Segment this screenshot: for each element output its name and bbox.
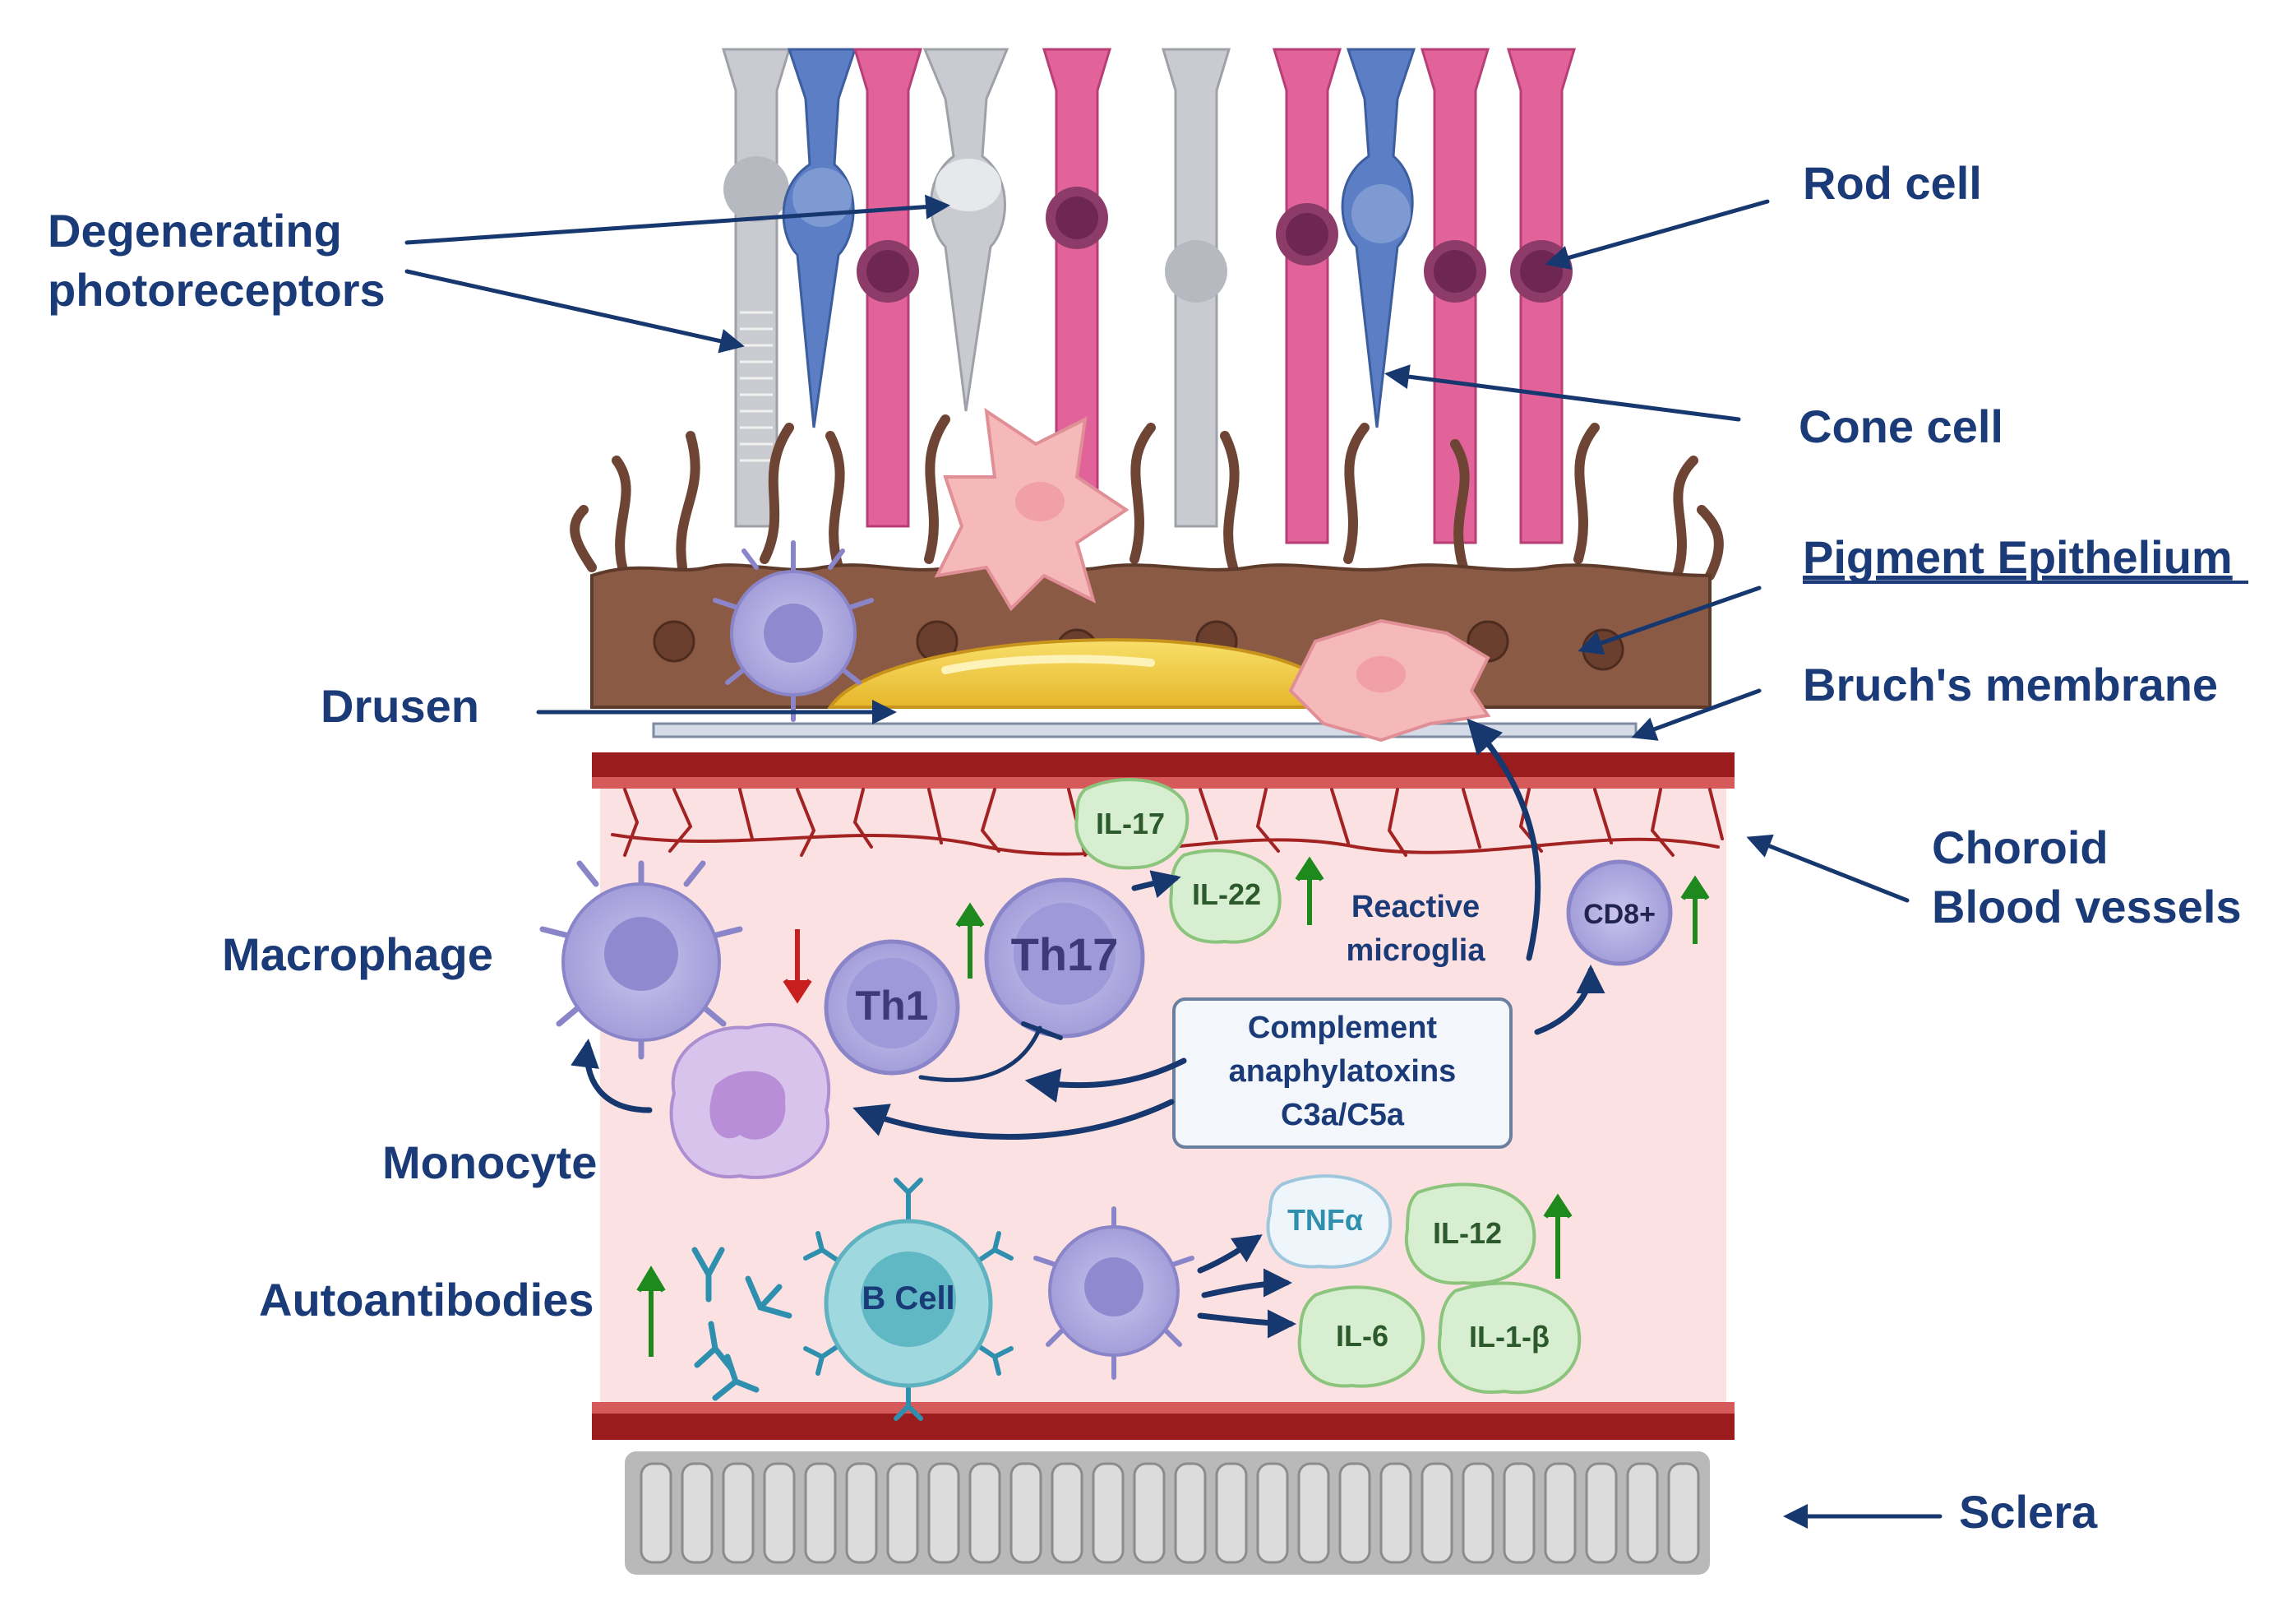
il6-label: IL-6	[1336, 1319, 1388, 1353]
down-arrow-th1	[783, 929, 812, 1004]
antibody-icons	[691, 1247, 792, 1401]
degenerating-cone	[922, 48, 1009, 412]
cd8-cell	[1566, 859, 1673, 966]
cd8-label: CD8+	[1583, 899, 1656, 930]
cytokine-tnfa	[1266, 1174, 1393, 1269]
tnfa-label: TNFα	[1287, 1203, 1363, 1237]
label-choroid-2: Blood vessels	[1932, 881, 2242, 932]
label-macrophage: Macrophage	[222, 928, 493, 980]
monocyte-cell	[669, 1023, 831, 1179]
cytokine-il1b	[1437, 1281, 1582, 1395]
b-cell	[803, 1178, 1014, 1421]
microglia-cell	[934, 407, 1130, 612]
label-bruchs-membrane: Bruch's membrane	[1803, 659, 2218, 710]
label-monocyte: Monocyte	[382, 1136, 597, 1188]
reactive-microglia-label-2: microglia	[1347, 933, 1486, 968]
rod-cell	[1506, 48, 1577, 544]
label-sclera: Sclera	[1959, 1486, 2098, 1538]
label-choroid-1: Choroid	[1932, 821, 2109, 873]
degenerating-rod	[721, 48, 792, 528]
b-cell-label: B Cell	[862, 1280, 954, 1317]
internal-arrows	[571, 718, 1605, 1339]
trend-arrows	[636, 856, 1710, 1357]
complement-line-3: C3a/C5a	[1281, 1098, 1405, 1132]
cytokine-il6	[1297, 1285, 1425, 1388]
label-pigment-epithelium: Pigment Epithelium	[1803, 531, 2233, 583]
complement-line-1: Complement	[1248, 1011, 1437, 1045]
il1b-label: IL-1-β	[1469, 1320, 1550, 1354]
rod-cell	[1420, 48, 1490, 544]
il22-label: IL-22	[1192, 877, 1261, 911]
activated-macrophage-cell	[1033, 1206, 1194, 1380]
th17-label: Th17	[1011, 928, 1119, 980]
complement-line-2: anaphylatoxins	[1229, 1054, 1457, 1089]
bruchs-membrane	[652, 722, 1638, 738]
label-autoantibodies: Autoantibodies	[259, 1274, 594, 1326]
reactive-microglia-label-1: Reactive	[1351, 890, 1480, 924]
sclera-layer	[625, 1451, 1710, 1575]
label-degenerating-2: photoreceptors	[48, 264, 386, 316]
pointer-arrows	[404, 194, 1943, 1529]
il12-label: IL-12	[1433, 1216, 1502, 1250]
macrophage-on-rpe	[713, 540, 874, 722]
th1-cell	[824, 939, 960, 1076]
label-rod-cell: Rod cell	[1803, 157, 1982, 209]
macrophage-cell	[539, 860, 743, 1060]
label-cone-cell: Cone cell	[1799, 400, 2003, 452]
th17-cell	[984, 877, 1145, 1039]
reactive-microglia-cell	[1288, 618, 1491, 743]
up-arrow-il22	[1295, 856, 1324, 925]
up-arrow-th17	[955, 902, 985, 979]
il17-label: IL-17	[1096, 807, 1165, 840]
up-arrow-cd8	[1680, 875, 1710, 944]
th1-label: Th1	[856, 983, 929, 1029]
cytokine-il17	[1074, 778, 1190, 870]
complement-box	[1172, 997, 1513, 1149]
rod-cell	[1042, 48, 1112, 528]
cone-cell	[1341, 48, 1416, 428]
cone-cell	[782, 48, 857, 428]
label-drusen: Drusen	[321, 680, 479, 732]
degenerating-rod	[1161, 48, 1231, 528]
rod-cell	[852, 48, 923, 528]
up-arrow-autoantibodies	[636, 1266, 666, 1357]
cytokine-il12	[1404, 1182, 1536, 1285]
rod-cell	[1272, 48, 1342, 544]
up-arrow-cytokines	[1543, 1193, 1573, 1279]
label-degenerating-1: Degenerating	[48, 205, 342, 257]
photoreceptor-layer	[721, 48, 1577, 544]
